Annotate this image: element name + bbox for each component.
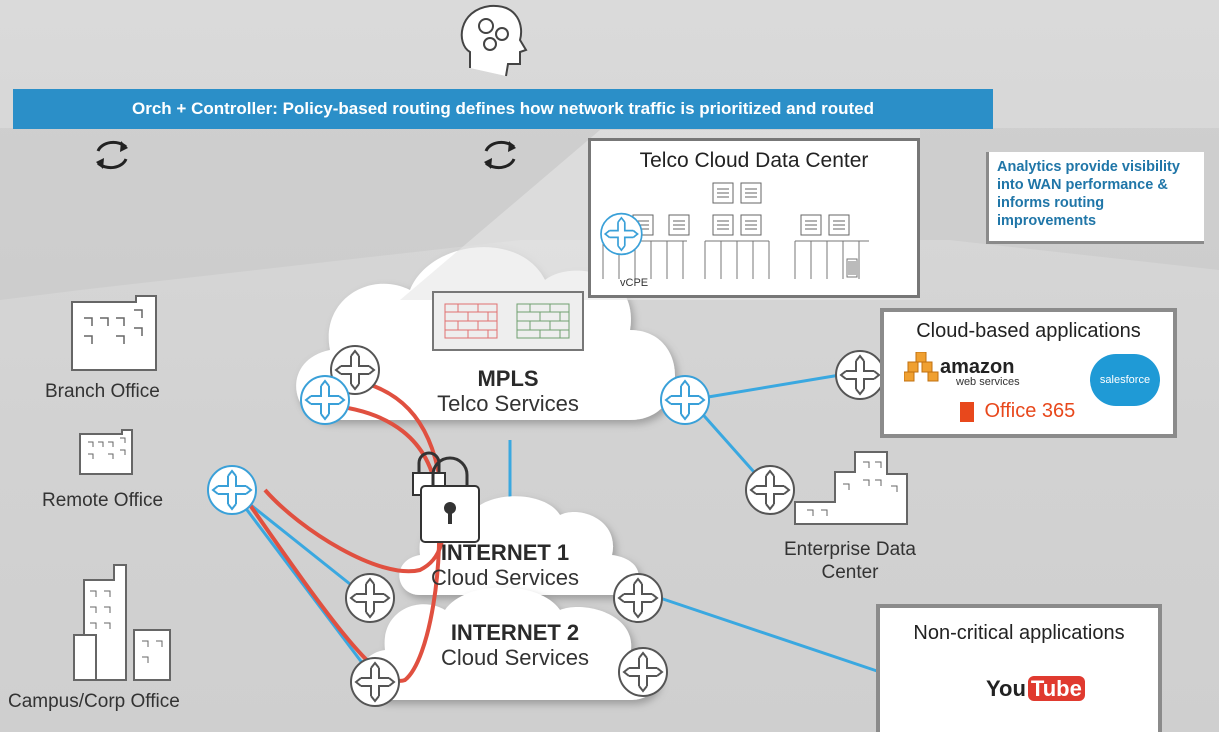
amazon-text: amazon xyxy=(940,356,1015,378)
router-mpls-3[interactable] xyxy=(660,375,710,425)
cloud-apps-panel: Cloud-based applications amazon web serv… xyxy=(880,308,1177,438)
internet1-subtitle: Cloud Services xyxy=(431,565,579,590)
salesforce-logo: salesforce xyxy=(1090,354,1160,406)
aws-cubes-icon xyxy=(904,352,939,382)
remote-office-building-icon xyxy=(79,429,133,475)
server-rack-icon xyxy=(600,182,869,279)
vcpe-label: vCPE xyxy=(620,277,649,289)
office365-text: Office 365 xyxy=(984,400,1076,422)
orchestration-banner: Orch + Controller: Policy-based routing … xyxy=(13,89,993,129)
campus-office-label: Campus/Corp Office xyxy=(8,691,180,712)
mpls-title: MPLS xyxy=(477,366,539,391)
router-cloud-apps[interactable] xyxy=(835,350,885,400)
telco-dc-title: Telco Cloud Data Center xyxy=(639,149,869,172)
router-internet2-right[interactable] xyxy=(618,647,668,697)
router-internet1-right[interactable] xyxy=(613,573,663,623)
secure-tunnels xyxy=(248,376,446,683)
youtube-tube-text: Tube xyxy=(1027,676,1085,701)
cloud-apps-title: Cloud-based applications xyxy=(916,320,1141,342)
internet1-title: INTERNET 1 xyxy=(440,540,570,565)
router-internet1-left[interactable] xyxy=(345,573,395,623)
firewall-icon xyxy=(432,291,584,351)
salesforce-text: salesforce xyxy=(1099,374,1151,386)
office-icon xyxy=(960,401,974,422)
internet1-label: INTERNET 1 Cloud Services xyxy=(415,540,595,590)
branch-office-building-icon xyxy=(71,295,157,371)
youtube-you-text: You xyxy=(986,676,1026,701)
internet2-label: INTERNET 2 Cloud Services xyxy=(420,620,610,670)
remote-office-label: Remote Office xyxy=(42,490,164,511)
router-internet2-left[interactable] xyxy=(350,657,400,707)
noncritical-apps-title: Non-critical applications xyxy=(913,622,1125,644)
enterprise-dc-label: Enterprise Data Center xyxy=(783,539,916,583)
telco-dc-panel: Telco Cloud Data Center vCPE xyxy=(588,138,920,298)
router-mpls-2[interactable] xyxy=(300,375,350,425)
aws-text: web services xyxy=(956,376,1020,388)
router-remote-office[interactable] xyxy=(207,465,257,515)
router-enterprise-dc[interactable] xyxy=(745,465,795,515)
internet2-cloud xyxy=(361,587,659,700)
internet2-title: INTERNET 2 xyxy=(450,620,580,645)
mpls-subtitle: Telco Services xyxy=(437,391,579,416)
brain-gears-icon xyxy=(460,4,528,77)
branch-office-label: Branch Office xyxy=(45,381,160,402)
analytics-note: Analytics provide visibility into WAN pe… xyxy=(986,152,1204,244)
campus-building-icon xyxy=(73,564,171,681)
padlock-icon xyxy=(412,451,480,543)
mpls-label: MPLS Telco Services xyxy=(418,366,598,416)
enterprise-dc-building-icon xyxy=(794,451,908,525)
internet2-subtitle: Cloud Services xyxy=(441,645,589,670)
office365-logo: Office 365 xyxy=(960,400,1075,423)
